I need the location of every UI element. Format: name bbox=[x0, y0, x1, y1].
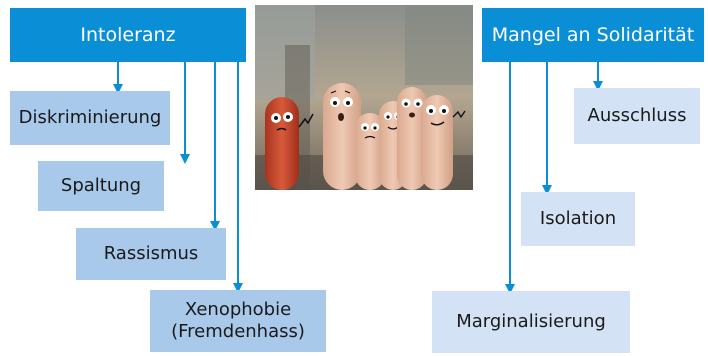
marginalisierung-box: Marginalisierung bbox=[432, 291, 630, 353]
mangel-an-solidaritaet-header: Mangel an Solidarität bbox=[482, 8, 704, 62]
ausschluss-box: Ausschluss bbox=[574, 88, 700, 144]
finger-puppets-photo bbox=[255, 5, 473, 190]
diskriminierung-box: Diskriminierung bbox=[10, 91, 170, 145]
xenophobie-box: Xenophobie (Fremdenhass) bbox=[150, 290, 326, 352]
rassismus-box: Rassismus bbox=[76, 228, 226, 280]
intoleranz-header: Intoleranz bbox=[10, 8, 246, 62]
spaltung-box: Spaltung bbox=[38, 161, 164, 211]
isolation-box: Isolation bbox=[521, 192, 635, 246]
